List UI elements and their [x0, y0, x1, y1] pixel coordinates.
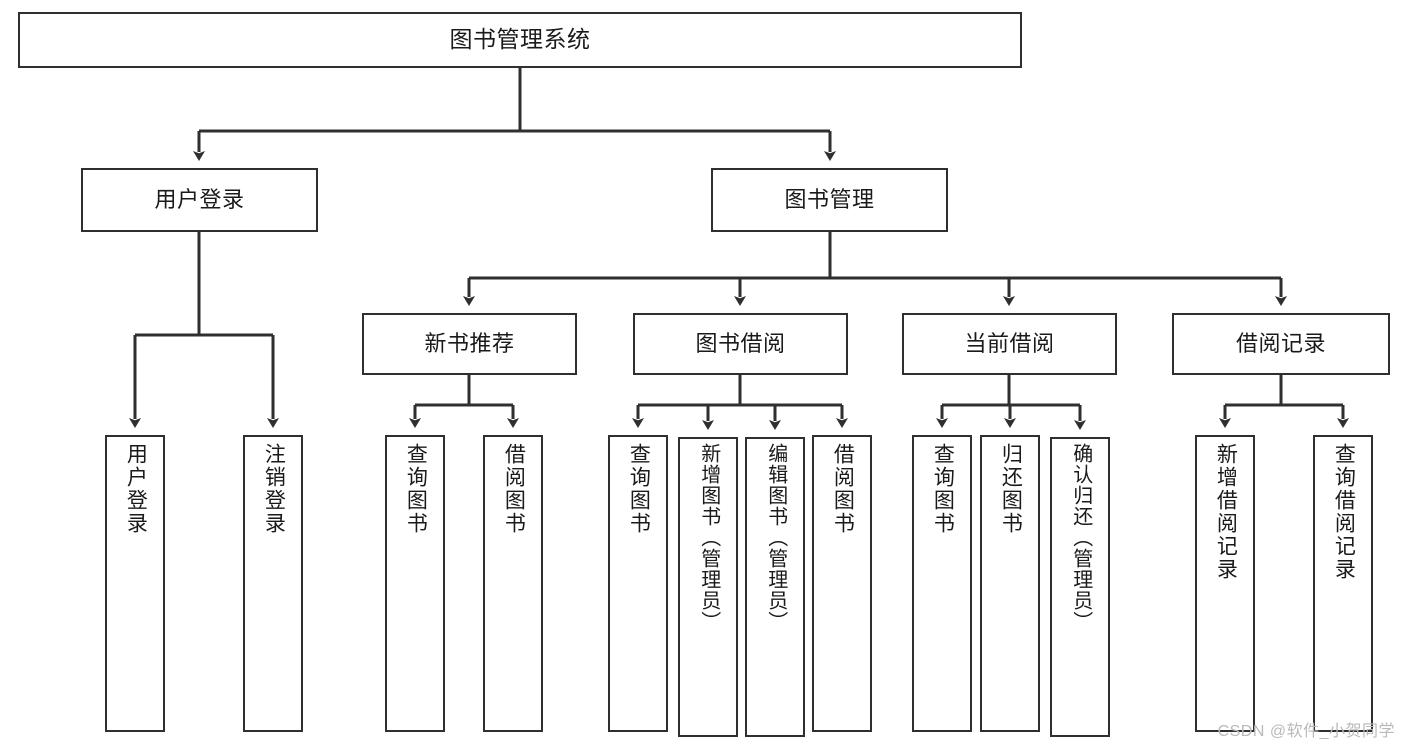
node-book-borrow-label: 图书借阅	[695, 331, 786, 357]
node-leaf-confirm-return-label: 确认归还（管理员）	[1069, 443, 1092, 632]
node-leaf-user-login[interactable]: 用户登录	[105, 435, 165, 732]
node-new-book-rec-label: 新书推荐	[424, 331, 515, 357]
node-leaf-query-book-rec[interactable]: 查询图书	[385, 435, 445, 732]
node-leaf-borrow-book[interactable]: 借阅图书	[812, 435, 872, 732]
node-leaf-edit-book[interactable]: 编辑图书（管理员）	[745, 437, 805, 737]
node-root-label: 图书管理系统	[449, 26, 591, 53]
node-leaf-add-record-label: 新增借阅记录	[1214, 443, 1238, 581]
node-leaf-logout-label: 注销登录	[262, 443, 286, 535]
node-leaf-edit-book-label: 编辑图书（管理员）	[764, 443, 787, 632]
node-borrow-record-label: 借阅记录	[1235, 331, 1326, 357]
node-book-manage-label: 图书管理	[784, 187, 875, 213]
node-leaf-query-book-cur-label: 查询图书	[931, 443, 955, 535]
node-leaf-return-book-label: 归还图书	[999, 443, 1023, 535]
node-book-manage[interactable]: 图书管理	[711, 168, 948, 232]
node-leaf-logout[interactable]: 注销登录	[243, 435, 303, 732]
node-leaf-borrow-book-rec-label: 借阅图书	[502, 443, 526, 535]
node-user-login-label: 用户登录	[154, 187, 245, 213]
node-current-borrow-label: 当前借阅	[964, 331, 1055, 357]
node-root[interactable]: 图书管理系统	[18, 12, 1022, 68]
node-book-borrow[interactable]: 图书借阅	[633, 313, 848, 375]
node-leaf-confirm-return[interactable]: 确认归还（管理员）	[1050, 437, 1110, 737]
node-borrow-record[interactable]: 借阅记录	[1172, 313, 1390, 375]
node-leaf-add-book[interactable]: 新增图书（管理员）	[678, 437, 738, 737]
node-current-borrow[interactable]: 当前借阅	[902, 313, 1117, 375]
node-leaf-borrow-book-label: 借阅图书	[831, 443, 855, 535]
node-leaf-query-record-label: 查询借阅记录	[1332, 443, 1356, 581]
node-leaf-user-login-label: 用户登录	[124, 443, 148, 535]
csdn-watermark: CSDN @软件_小贺同学	[1217, 723, 1395, 740]
node-leaf-query-book[interactable]: 查询图书	[608, 435, 668, 732]
node-leaf-return-book[interactable]: 归还图书	[980, 435, 1040, 732]
node-leaf-query-book-label: 查询图书	[627, 443, 651, 535]
node-leaf-add-record[interactable]: 新增借阅记录	[1195, 435, 1255, 732]
node-leaf-add-book-label: 新增图书（管理员）	[697, 443, 720, 632]
node-user-login[interactable]: 用户登录	[81, 168, 318, 232]
node-leaf-query-book-rec-label: 查询图书	[404, 443, 428, 535]
node-leaf-query-book-cur[interactable]: 查询图书	[912, 435, 972, 732]
node-new-book-rec[interactable]: 新书推荐	[362, 313, 577, 375]
node-leaf-borrow-book-rec[interactable]: 借阅图书	[483, 435, 543, 732]
node-leaf-query-record[interactable]: 查询借阅记录	[1313, 435, 1373, 732]
